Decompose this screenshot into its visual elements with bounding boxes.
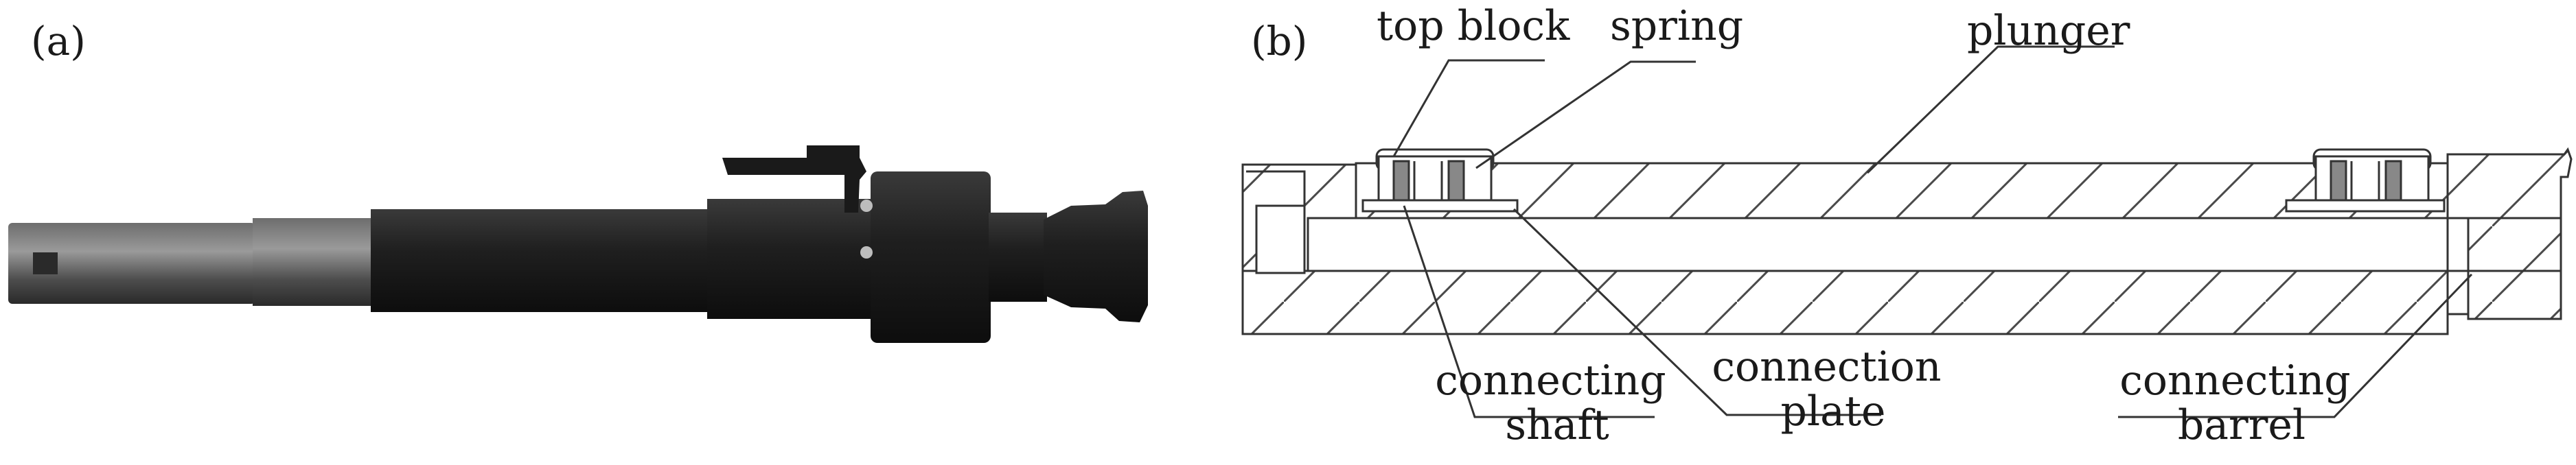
part-labels: top block spring plunger connecting shaf… [1377,2,2364,449]
tool-grey-tube [8,223,255,304]
tool-neck [989,213,1047,302]
right-barrel-bore [2446,217,2470,315]
left-top-block-assembly [1361,148,1519,213]
upper-wall [1355,162,2449,219]
panel-b-label: (b) [1251,18,1307,64]
leader-spring [1475,60,1696,169]
panel-a-label: (a) [31,18,86,64]
leader-plunger [1866,45,2115,174]
label-connection-plate: connection plate [1712,343,1954,436]
right-top-block-assembly [2285,148,2446,213]
tool-collar [871,171,991,343]
tool-handle [722,145,866,213]
label-plunger: plunger [1967,7,2130,55]
tool-black-body-step [707,199,872,319]
leader-connecting-barrel [2118,273,2473,418]
tool-black-body [371,209,714,312]
leader-connection-plate [1513,208,1881,416]
label-connecting-barrel: connecting barrel [2119,357,2364,449]
section-drawing [1241,147,2573,335]
left-end-recess [1255,204,1306,274]
label-top-block: top block [1377,2,1570,50]
leader-top-block [1392,59,1545,157]
label-spring: spring [1610,2,1743,50]
leader-connecting-shaft [1403,205,1655,418]
tool-photo [8,145,1148,343]
tool-slot-1 [33,252,58,274]
tool-sleeve [253,218,373,306]
tool-pin-1 [860,200,873,212]
bore [1307,217,2449,272]
label-connecting-shaft: connecting shaft [1435,357,1679,449]
panel-a: (a) [8,18,1148,343]
lower-wall [1241,270,2449,335]
tool-pin-2 [860,246,873,259]
leader-lines [1392,45,2473,418]
tool-head [1044,191,1148,322]
panel-b: (b) [1241,2,2573,449]
